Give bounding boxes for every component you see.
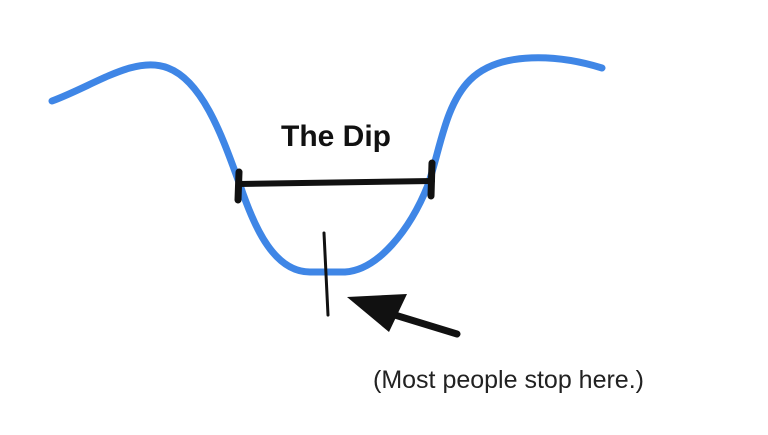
dip-span-bracket [234,159,436,204]
stop-annotation: (Most people stop here.) [373,366,644,394]
stop-arrow-head [347,294,407,332]
dip-span-left-tick [234,168,243,204]
stop-arrow [347,294,461,338]
dip-span-right-tick [427,159,436,200]
dip-curve [48,54,606,276]
stop-arrow-shaft [381,308,461,338]
dip-title: The Dip [281,120,391,153]
dip-span-line [236,178,435,187]
stop-marker-line [322,231,330,317]
